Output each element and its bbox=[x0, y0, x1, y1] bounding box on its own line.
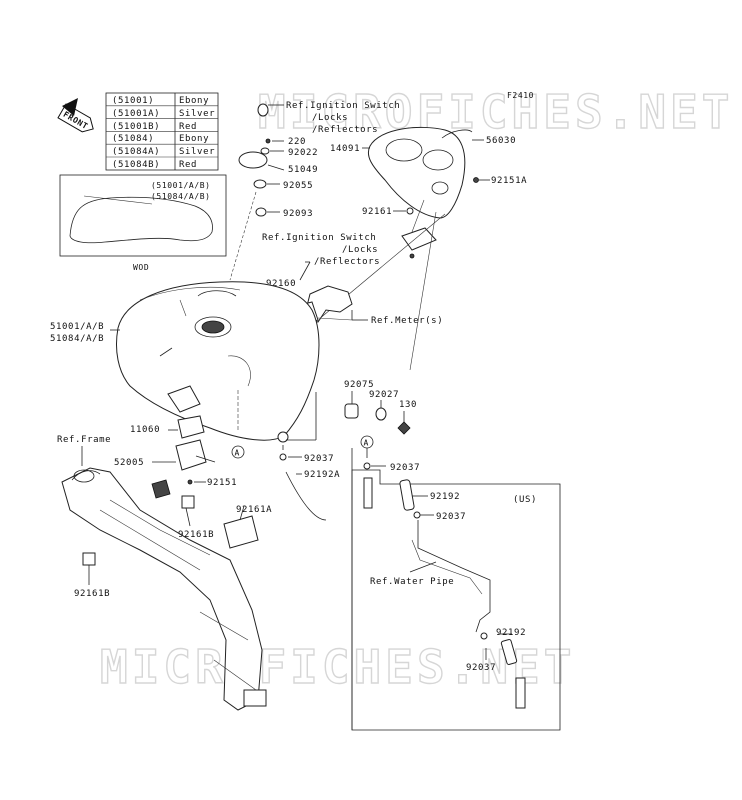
front-arrowhead-icon bbox=[62, 98, 78, 116]
part-56030: 56030 bbox=[486, 136, 516, 146]
marker-a: A bbox=[364, 439, 369, 448]
color-table-color: Ebony bbox=[179, 134, 209, 144]
part-92192a: 92192A bbox=[304, 470, 340, 480]
color-table-part: (51001) bbox=[112, 96, 154, 106]
wod-label-2: (51084/A/B) bbox=[151, 192, 211, 201]
watermark-bottom: MICROFICHES.NET bbox=[100, 640, 575, 694]
color-table-color: Silver bbox=[179, 109, 215, 119]
front-arrow-icon: FRONT bbox=[57, 103, 94, 133]
part-92161b-b: 92161B bbox=[74, 589, 110, 599]
ref-ignition-top-1: Ref.Ignition Switch bbox=[286, 101, 400, 111]
part-52005: 52005 bbox=[114, 458, 144, 468]
color-table-color: Ebony bbox=[179, 96, 209, 106]
drain-hose-group: 92037 92192A bbox=[279, 445, 340, 521]
fuel-tank: 51001/A/B 51084/A/B bbox=[50, 281, 320, 443]
marker-a: A bbox=[235, 449, 240, 458]
part-92037-c: 92037 bbox=[436, 512, 466, 522]
marker-a-circle bbox=[231, 445, 245, 459]
part-92022: 92022 bbox=[288, 148, 318, 158]
color-table-part: (51084) bbox=[112, 134, 154, 144]
part-92192-a: 92192 bbox=[430, 492, 460, 502]
color-table-part: (51084A) bbox=[112, 147, 160, 157]
part-92037-a: 92037 bbox=[304, 454, 334, 464]
color-table-color: Red bbox=[179, 122, 197, 132]
part-92161b-a: 92161B bbox=[178, 530, 214, 540]
part-92161a: 92161A bbox=[236, 505, 272, 515]
part-92055: 92055 bbox=[283, 181, 313, 191]
meter-cover-group: 56030 14091 92151A 92161 bbox=[269, 126, 527, 371]
ref-ignition-top-3: /Reflectors bbox=[312, 125, 378, 135]
ref-ignition-mid-2: /Locks bbox=[342, 245, 378, 255]
part-92151: 92151 bbox=[207, 478, 237, 488]
tank-part-2: 51084/A/B bbox=[50, 334, 104, 344]
part-92093: 92093 bbox=[283, 209, 313, 219]
part-11060: 11060 bbox=[130, 425, 160, 435]
part-14091: 14091 bbox=[330, 144, 360, 154]
part-130: 130 bbox=[399, 400, 417, 410]
ref-ignition-mid-1: Ref.Ignition Switch bbox=[262, 233, 376, 243]
part-92151a: 92151A bbox=[491, 176, 527, 186]
wod-tank-outline bbox=[69, 196, 213, 244]
part-220: 220 bbox=[288, 137, 306, 147]
part-92037-d: 92037 bbox=[466, 663, 496, 673]
ref-water-pipe: Ref.Water Pipe bbox=[370, 577, 454, 587]
ref-meter: Ref.Meter(s) bbox=[371, 316, 443, 326]
ref-frame: Ref.Frame bbox=[57, 435, 111, 445]
fuel-pump-group: 11060 52005 92151 bbox=[114, 385, 237, 499]
color-table-color: Silver bbox=[179, 147, 215, 157]
ref-ignition-mid-3: /Reflectors bbox=[314, 257, 380, 267]
wod-caption: WOD bbox=[133, 263, 149, 272]
ref-ignition-top-2: /Locks bbox=[312, 113, 348, 123]
watermark-top: MICROFICHES.NET bbox=[258, 85, 733, 139]
part-92161: 92161 bbox=[362, 207, 392, 217]
color-table-part: (51084B) bbox=[112, 160, 160, 170]
part-92192-b: 92192 bbox=[496, 628, 526, 638]
wod-label-1: (51001/A/B) bbox=[151, 181, 211, 190]
mount-hardware: 92075 92027 130 bbox=[344, 380, 417, 435]
part-92075: 92075 bbox=[344, 380, 374, 390]
part-92027: 92027 bbox=[369, 390, 399, 400]
color-table: (51001) Ebony (51001A) Silver (51001B) R… bbox=[105, 92, 219, 171]
part-92037-b: 92037 bbox=[390, 463, 420, 473]
us-label: (US) bbox=[513, 495, 537, 505]
tank-part-1: 51001/A/B bbox=[50, 322, 104, 332]
part-51049: 51049 bbox=[288, 165, 318, 175]
diagram-code: F2410 bbox=[507, 91, 534, 100]
frame-fasteners: 92161B 92161A 92161B bbox=[74, 495, 272, 599]
color-table-part: (51001A) bbox=[112, 109, 160, 119]
wod-inset: (51001/A/B) (51084/A/B) WOD bbox=[59, 174, 227, 272]
color-table-part: (51001B) bbox=[112, 122, 160, 132]
us-water-pipe-box: (US) A 92037 92192 92037 Ref.Water Pipe … bbox=[351, 435, 561, 731]
frame: Ref.Frame bbox=[57, 435, 267, 711]
part-92160: 92160 bbox=[266, 279, 296, 289]
color-table-color: Red bbox=[179, 160, 197, 170]
tank-cap-group: Ref.Ignition Switch /Locks /Reflectors 2… bbox=[229, 101, 400, 281]
ignition-switch-ref: Ref.Ignition Switch /Locks /Reflectors bbox=[262, 233, 380, 281]
